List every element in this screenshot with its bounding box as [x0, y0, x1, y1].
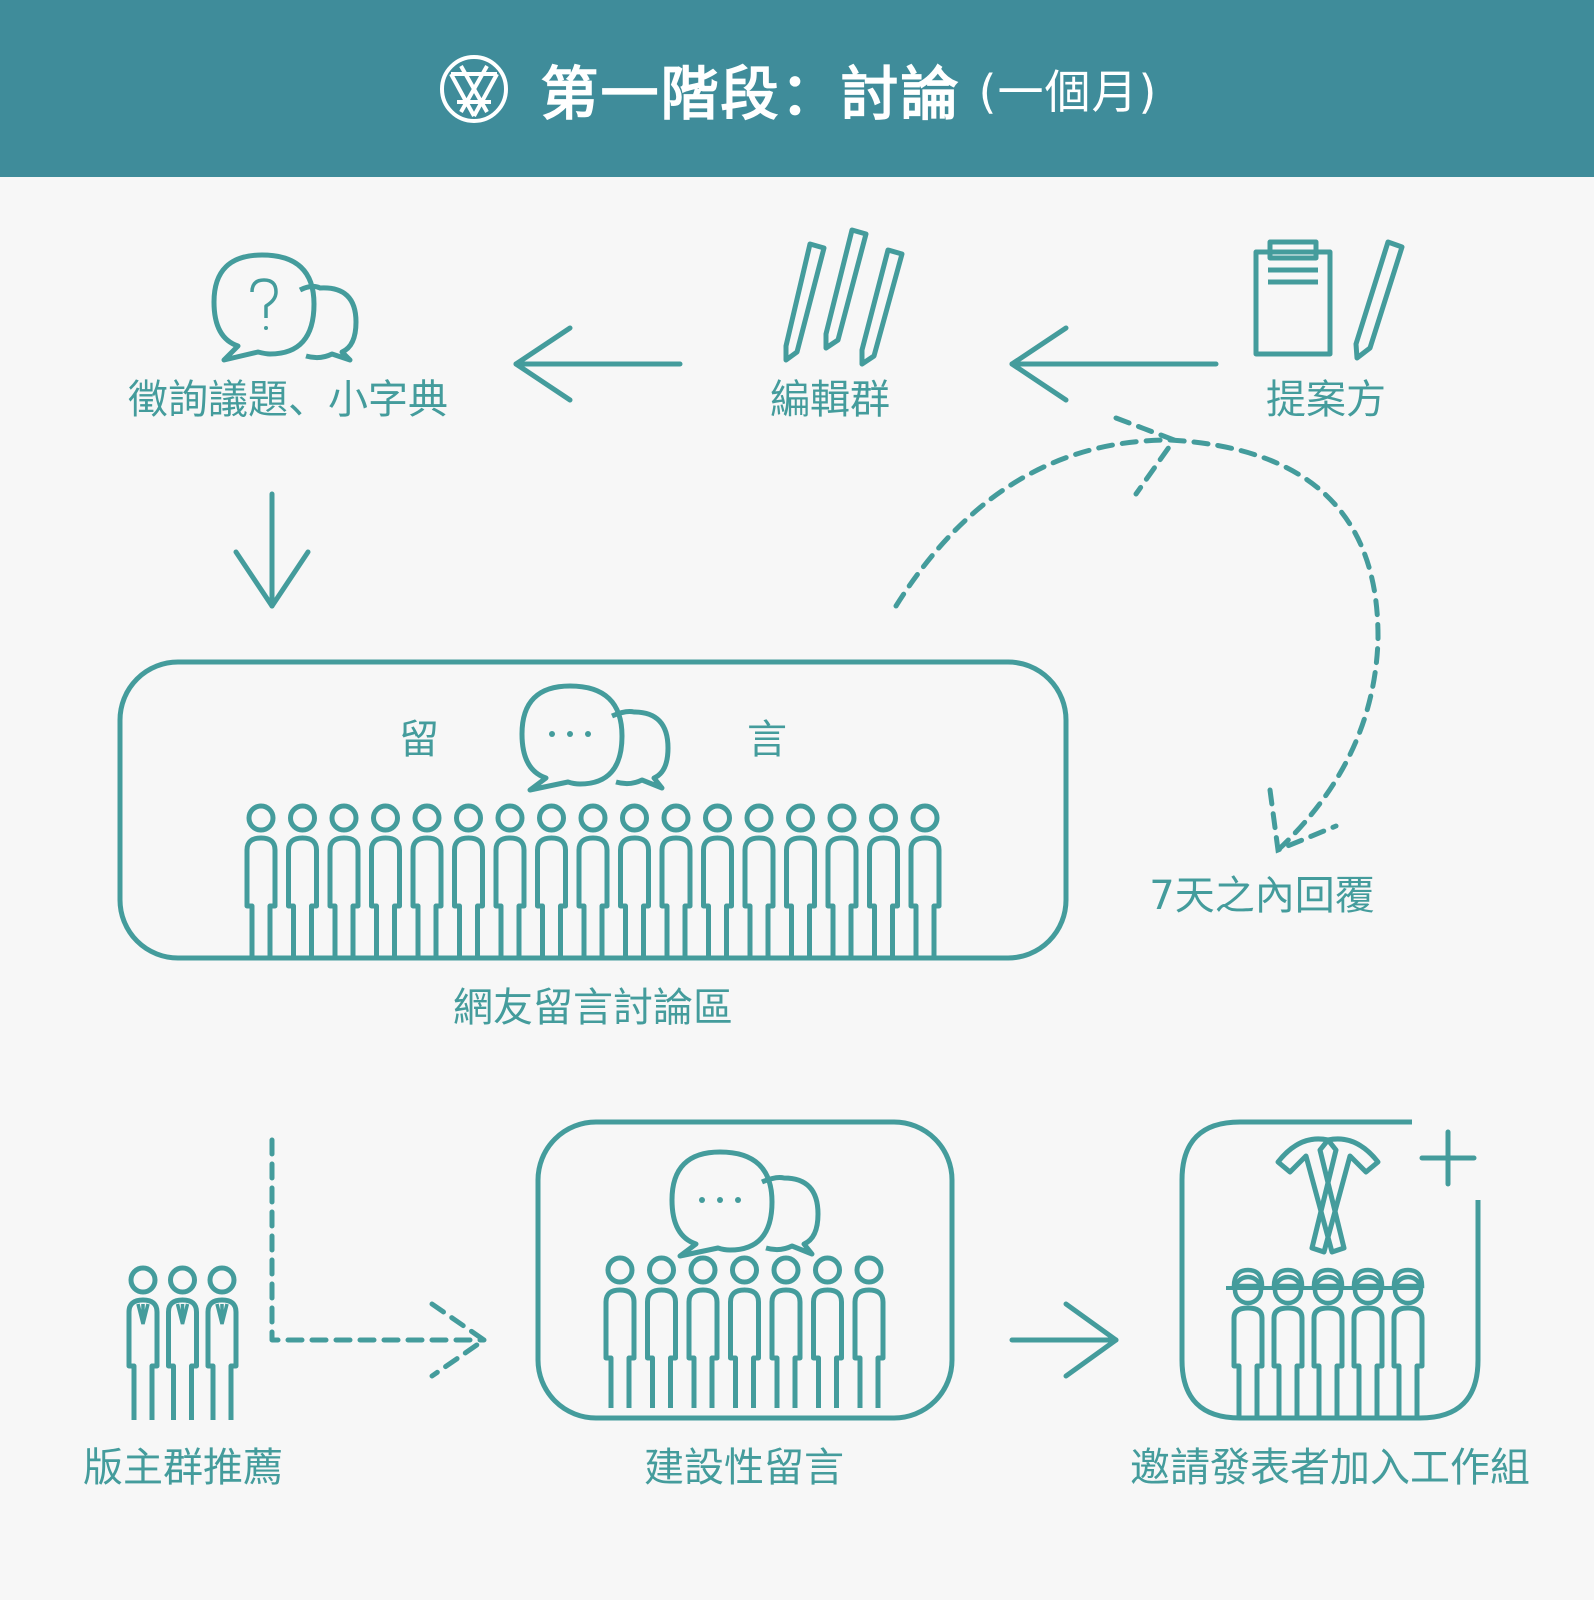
label-forum-left-char: 留 — [399, 717, 439, 763]
chat-bubbles-icon — [519, 683, 671, 793]
label-collect-topics: 徵詢議題、小字典 — [128, 377, 448, 423]
person-icon — [289, 806, 317, 956]
arrow-editors-to-collect — [513, 325, 683, 403]
person-icon — [870, 806, 898, 956]
dashed-arrow-moderators-to-constructive — [269, 1137, 487, 1379]
business-person-icon — [169, 1268, 197, 1420]
label-forum-right-char: 言 — [747, 717, 787, 763]
constructive-people-group — [606, 1258, 883, 1408]
constructive-box — [535, 1119, 955, 1421]
arrow-proposer-to-editors — [1009, 325, 1219, 403]
person-icon — [814, 1258, 842, 1408]
chat-bubbles-icon — [669, 1149, 821, 1259]
worker-icon — [1394, 1270, 1422, 1416]
pencils-icon — [783, 227, 905, 367]
forum-people-group — [247, 806, 939, 956]
person-icon — [745, 806, 773, 956]
person-icon — [689, 1258, 717, 1408]
label-forum: 網友留言討論區 — [453, 985, 733, 1031]
business-person-icon — [208, 1268, 236, 1420]
brand-logo-icon — [439, 54, 508, 123]
person-icon — [772, 1258, 800, 1408]
person-icon — [330, 806, 358, 956]
person-icon — [731, 1258, 759, 1408]
page-duration: (一個月) — [978, 64, 1158, 119]
person-icon — [579, 806, 607, 956]
hammers-plus-icon — [1275, 1136, 1381, 1255]
label-reply-within-7-days: 7天之內回覆 — [1149, 873, 1375, 919]
dashed-arrow-proposer-to-reply — [1167, 437, 1381, 854]
worker-icon — [1354, 1270, 1382, 1416]
page-title: 第一階段：討論 — [540, 59, 961, 128]
clipboard-pencil-icon — [1253, 239, 1405, 361]
person-icon — [372, 806, 400, 956]
person-icon — [496, 806, 524, 956]
person-icon — [455, 806, 483, 956]
person-icon — [911, 806, 939, 956]
forum-box — [117, 659, 1069, 961]
header-bar — [0, 0, 1594, 177]
plus-icon — [1419, 1129, 1477, 1187]
chat-question-icon — [211, 252, 359, 363]
label-moderators: 版主群推薦 — [83, 1445, 283, 1491]
label-proposer: 提案方 — [1266, 377, 1386, 423]
person-icon — [247, 806, 275, 956]
person-icon — [704, 806, 732, 956]
header-title-group: 第一階段：討論 (一個月) — [0, 0, 1594, 177]
person-icon — [606, 1258, 634, 1408]
person-icon — [413, 806, 441, 956]
label-constructive-comments: 建設性留言 — [644, 1445, 844, 1491]
label-invite-to-workgroup: 邀請發表者加入工作組 — [1130, 1445, 1530, 1491]
arrow-constructive-to-invite — [1009, 1301, 1119, 1379]
business-person-icon — [129, 1268, 157, 1420]
dashed-arrow-forum-to-proposer — [893, 415, 1178, 609]
person-icon — [828, 806, 856, 956]
worker-people-group — [1234, 1270, 1422, 1416]
label-editors: 編輯群 — [770, 377, 890, 423]
worker-icon — [1314, 1270, 1342, 1416]
arrow-collect-to-forum — [233, 491, 311, 609]
person-icon — [648, 1258, 676, 1408]
person-icon — [538, 806, 566, 956]
person-icon — [621, 806, 649, 956]
worker-icon — [1274, 1270, 1302, 1416]
person-icon — [855, 1258, 883, 1408]
business-people-icon — [129, 1268, 236, 1420]
invite-box — [1179, 1119, 1481, 1421]
person-icon — [662, 806, 690, 956]
worker-icon — [1234, 1270, 1262, 1416]
person-icon — [787, 806, 815, 956]
